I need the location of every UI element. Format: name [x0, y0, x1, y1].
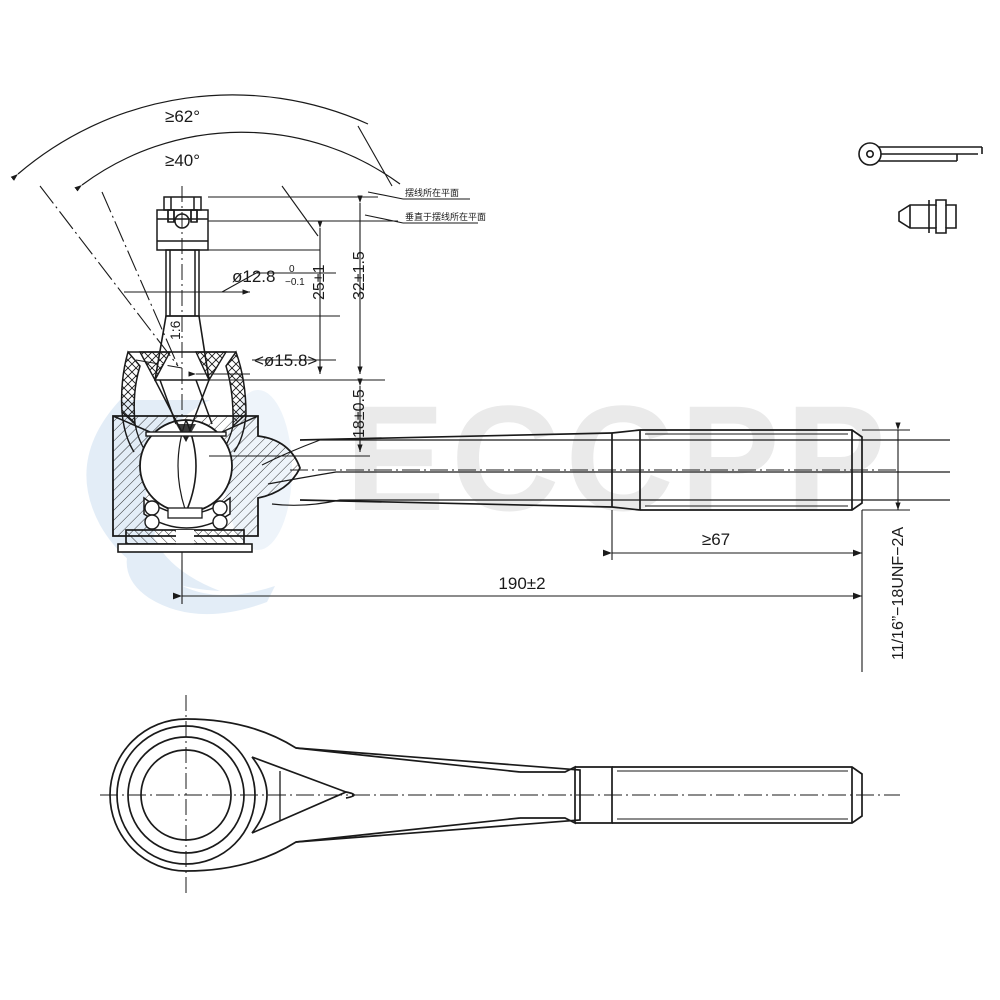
detail-grease-fitting: [898, 199, 957, 234]
bottom-view-circle-inner: [140, 749, 232, 841]
bottom-view-circle-mid: [127, 736, 245, 854]
ball-diameter-label: <ø15.8>: [254, 351, 317, 370]
dust-boot: [120, 350, 247, 453]
swing-angle-arcs: [10, 94, 401, 237]
bottom-view-circle-outer2: [116, 725, 256, 865]
bearing-seat: [117, 496, 253, 553]
bottom-view-body-outline: [109, 718, 581, 872]
note-perp-plane-label: 垂直于摆线所在平面: [405, 211, 486, 222]
plane-notes: 摆线所在平面 垂直于摆线所在平面: [364, 187, 486, 224]
taper-ratio-label: 1:6: [167, 320, 183, 340]
dim-25-label: 25±1: [311, 264, 328, 300]
dim-18-label: 18±0.5: [351, 389, 368, 438]
bottom-view: [100, 695, 900, 895]
stud-diameter-label: ø12.8: [232, 267, 275, 286]
bottom-view-arc-rib: [251, 756, 268, 834]
housing-body: [112, 379, 301, 537]
stud-tol-lower-label: −0.1: [285, 277, 305, 288]
dim-total-length-label: 190±2: [498, 574, 545, 593]
detail-cotter-pin: [858, 142, 983, 166]
angle-inner-label: ≥40°: [165, 151, 200, 170]
watermark-text: ECCPP: [345, 374, 892, 542]
dim-thread-length-label: ≥67: [702, 530, 730, 549]
thread-spec-label: 11/16”−18UNF−2A: [890, 527, 907, 660]
note-plane-label: 摆线所在平面: [405, 187, 459, 198]
dimension-lines-upper: [124, 195, 398, 457]
dimension-lines-rod: [173, 422, 910, 672]
dim-32-label: 32±1.5: [351, 251, 368, 300]
castle-nut: [156, 196, 209, 251]
stud-tol-upper-label: 0: [289, 264, 295, 275]
bottom-view-shank: [295, 747, 863, 843]
stud-diameter-group: ø12.8 0 −0.1: [232, 264, 305, 288]
angle-outer-label: ≥62°: [165, 107, 200, 126]
main-section-view: 1:6: [112, 186, 950, 560]
swing-angle-centerlines: [39, 185, 183, 369]
